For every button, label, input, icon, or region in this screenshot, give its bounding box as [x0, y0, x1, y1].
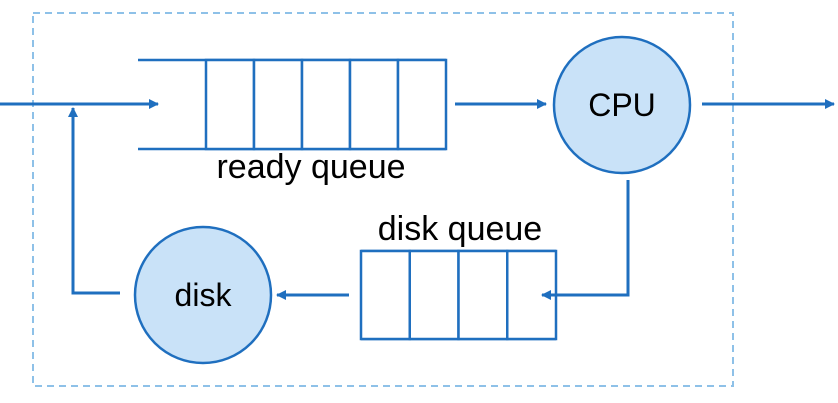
arrow-cpu-to-disk-queue	[541, 180, 630, 300]
disk-label: disk	[175, 277, 233, 313]
disk-node	[133, 225, 273, 365]
system-boundary	[32, 12, 734, 387]
ready-queue	[138, 58, 448, 151]
ready-queue-slot-1	[204, 58, 256, 151]
arrow-disk-to-ready-queue	[68, 107, 120, 295]
ready-queue-slots	[204, 58, 448, 151]
ready-queue-slot-4	[348, 58, 400, 151]
disk-queue	[359, 249, 558, 341]
disk-queue-slot-2	[408, 249, 460, 341]
ready-queue-label: ready queue	[216, 148, 405, 186]
cpu-label: CPU	[588, 87, 656, 123]
disk-queue-label: disk queue	[378, 210, 542, 248]
ready-queue-slot-5	[396, 58, 448, 151]
ready-queue-slot-3	[300, 58, 352, 151]
disk-queue-slot-3	[457, 249, 509, 341]
ready-queue-slot-2	[252, 58, 304, 151]
disk-queue-slots	[359, 249, 558, 341]
cpu-node	[552, 35, 692, 175]
disk-queue-slot-1	[359, 249, 411, 341]
